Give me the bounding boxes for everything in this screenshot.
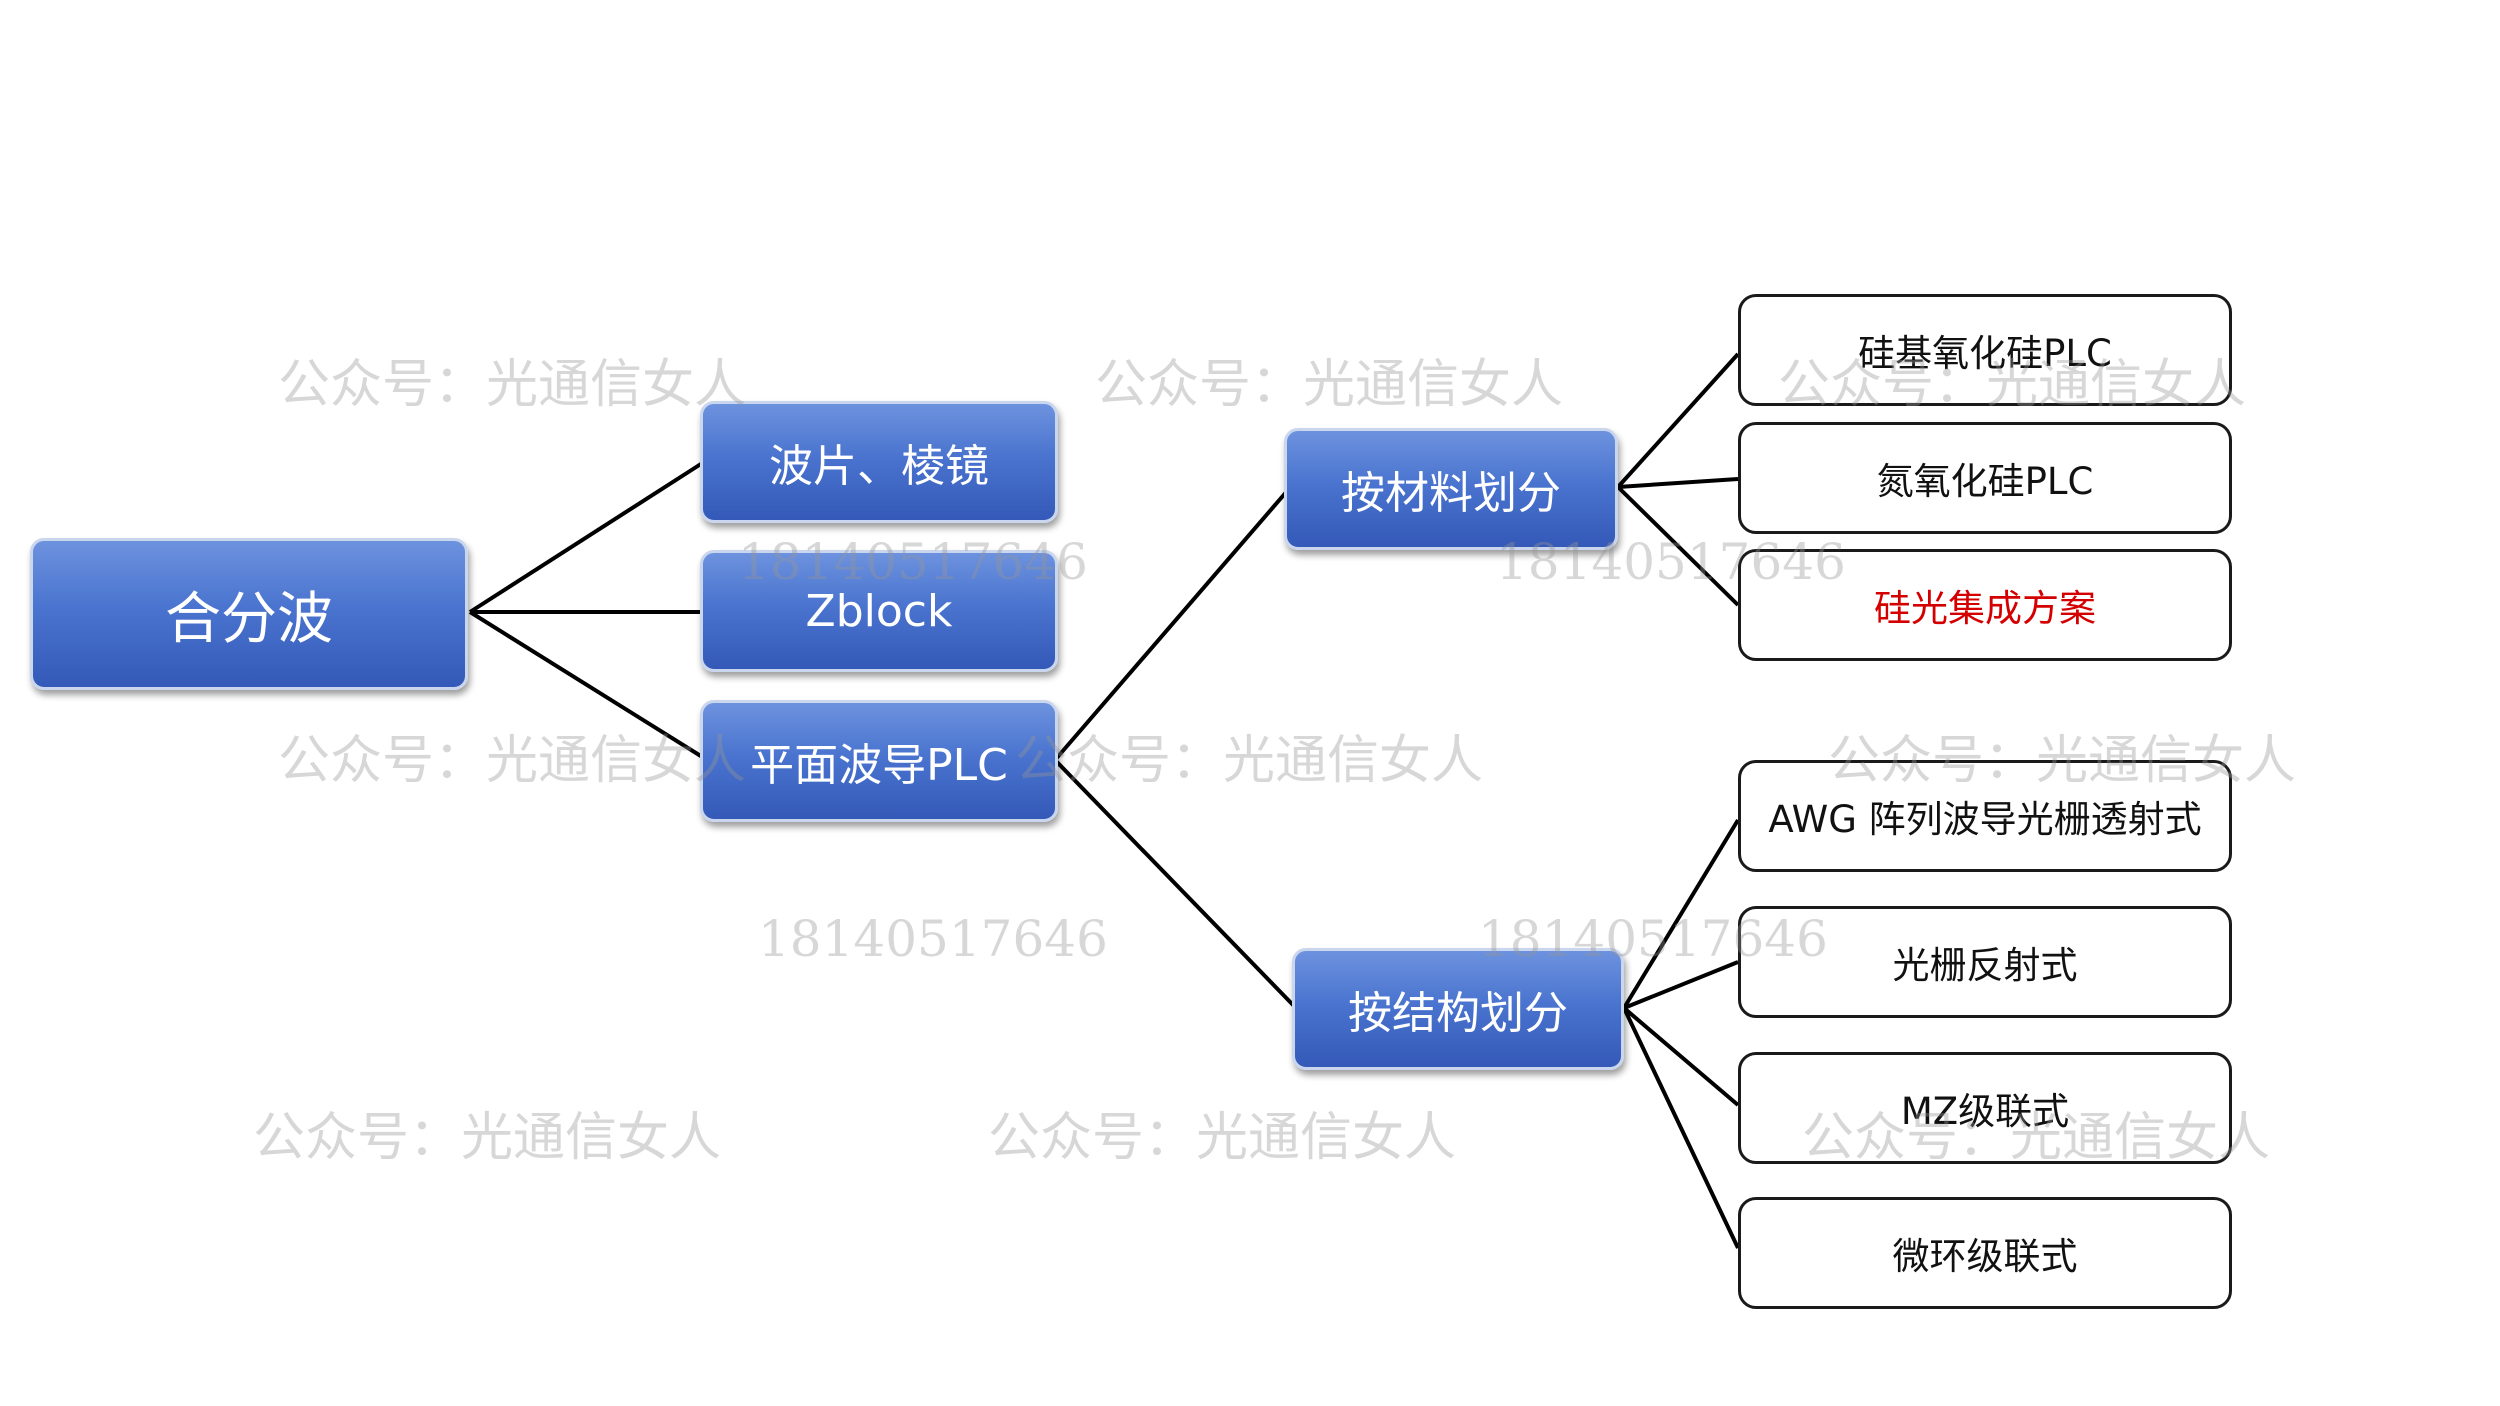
item-mz-cascade: MZ级联式 xyxy=(1738,1052,2232,1164)
root-node: 合分波 xyxy=(30,538,468,690)
item-silica-on-silicon-plc-label: 硅基氧化硅PLC xyxy=(1858,332,2112,375)
node-zblock: Zblock xyxy=(700,550,1058,672)
node-plc: 平面波导PLC xyxy=(700,700,1058,822)
node-by-structure-label: 按结构划分 xyxy=(1348,988,1568,1039)
link-structure-item4 xyxy=(1622,1007,1740,1249)
item-silica-on-silicon-plc: 硅基氧化硅PLC xyxy=(1738,294,2232,406)
item-awg: AWG 阵列波导光栅透射式 xyxy=(1738,760,2232,872)
item-grating-reflective-label: 光栅反射式 xyxy=(1892,944,2078,987)
link-material-item2 xyxy=(1617,477,1739,489)
link-plc-material xyxy=(1053,488,1290,762)
link-plc-structure xyxy=(1053,758,1298,1010)
item-microring-cascade-label: 微环级联式 xyxy=(1892,1235,2078,1278)
link-structure-item1 xyxy=(1622,818,1740,1010)
node-plc-label: 平面波导PLC xyxy=(750,740,1008,791)
item-grating-reflective: 光栅反射式 xyxy=(1738,906,2232,1018)
link-structure-item3 xyxy=(1622,1006,1740,1107)
node-by-material-label: 按材料划分 xyxy=(1341,468,1561,519)
node-by-material: 按材料划分 xyxy=(1284,428,1618,550)
item-silicon-photonics: 硅光集成方案 xyxy=(1738,549,2232,661)
item-awg-label: AWG 阵列波导光栅透射式 xyxy=(1768,798,2202,841)
root-label: 合分波 xyxy=(165,586,333,652)
item-microring-cascade: 微环级联式 xyxy=(1738,1197,2232,1309)
link-material-item3 xyxy=(1616,485,1740,607)
item-silicon-oxynitride-plc: 氮氧化硅PLC xyxy=(1738,422,2232,534)
node-waveplate-prism: 波片、棱镜 xyxy=(700,401,1058,523)
node-waveplate-prism-label: 波片、棱镜 xyxy=(769,441,989,492)
link-root-waveplate xyxy=(468,460,706,614)
item-mz-cascade-label: MZ级联式 xyxy=(1900,1090,2070,1133)
item-silicon-oxynitride-plc-label: 氮氧化硅PLC xyxy=(1876,460,2094,503)
link-root-plc xyxy=(468,610,706,760)
node-by-structure: 按结构划分 xyxy=(1292,948,1624,1070)
node-zblock-label: Zblock xyxy=(805,585,953,637)
item-silicon-photonics-label: 硅光集成方案 xyxy=(1874,587,2096,630)
link-structure-item2 xyxy=(1623,960,1739,1010)
link-material-item1 xyxy=(1616,352,1740,489)
